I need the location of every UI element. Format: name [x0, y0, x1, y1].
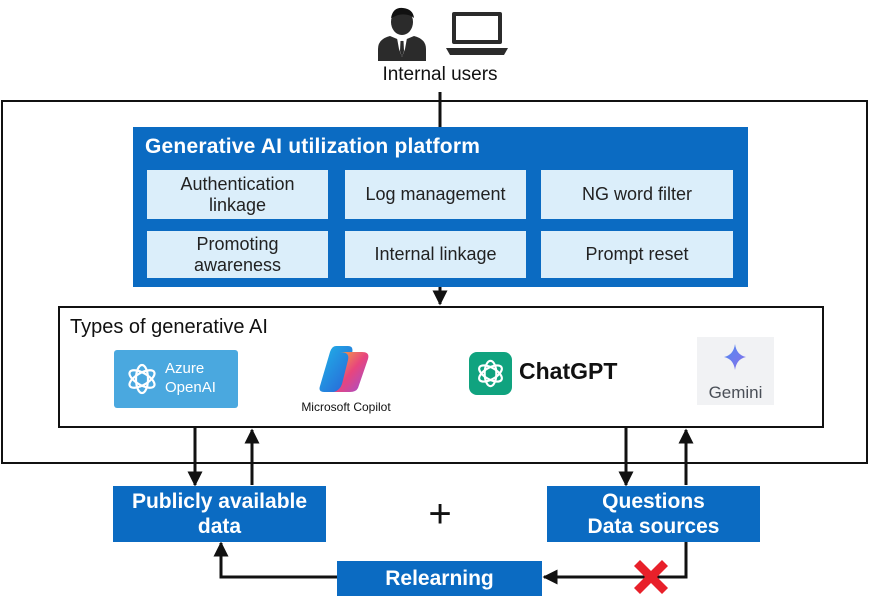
- openai-knot-icon: [128, 363, 156, 395]
- questions-data-sources-box: Questions Data sources: [547, 486, 760, 542]
- feature-promoting-awareness: Promoting awareness: [147, 231, 328, 278]
- relearning-box: Relearning: [337, 561, 542, 596]
- chatgpt-logo: [469, 352, 512, 395]
- feature-prompt-reset: Prompt reset: [541, 231, 733, 278]
- ai-types-title: Types of generative AI: [70, 316, 268, 338]
- feature-authentication-linkage: Authentication linkage: [147, 170, 328, 219]
- chatgpt-label: ChatGPT: [519, 358, 618, 384]
- red-x-icon: [634, 560, 668, 594]
- chatgpt-knot-icon: [478, 359, 503, 388]
- feature-ng-word-filter: NG word filter: [541, 170, 733, 219]
- copilot-icon: [319, 346, 369, 392]
- gemini-sparkle-icon: [724, 344, 746, 370]
- azure-openai-logo: [114, 350, 238, 408]
- questions-to-relearning-arrow: [542, 541, 688, 585]
- laptop-icon: [446, 12, 508, 55]
- questions-label: Questions: [602, 490, 705, 513]
- relearning-to-public-arrow: [213, 541, 337, 579]
- publicly-available-data-box: Publicly available data: [113, 486, 326, 542]
- person-icon: [378, 7, 426, 61]
- data-sources-label: Data sources: [587, 515, 720, 538]
- plus-sign: +: [428, 492, 452, 536]
- feature-log-management: Log management: [345, 170, 526, 219]
- platform-title: Generative AI utilization platform: [145, 135, 481, 158]
- gemini-label: Gemini: [708, 383, 763, 402]
- internal-users-label: Internal users: [382, 64, 498, 85]
- azure-openai-label: Azure OpenAI: [165, 360, 216, 396]
- microsoft-copilot-label: Microsoft Copilot: [301, 400, 391, 414]
- feature-internal-linkage: Internal linkage: [345, 231, 526, 278]
